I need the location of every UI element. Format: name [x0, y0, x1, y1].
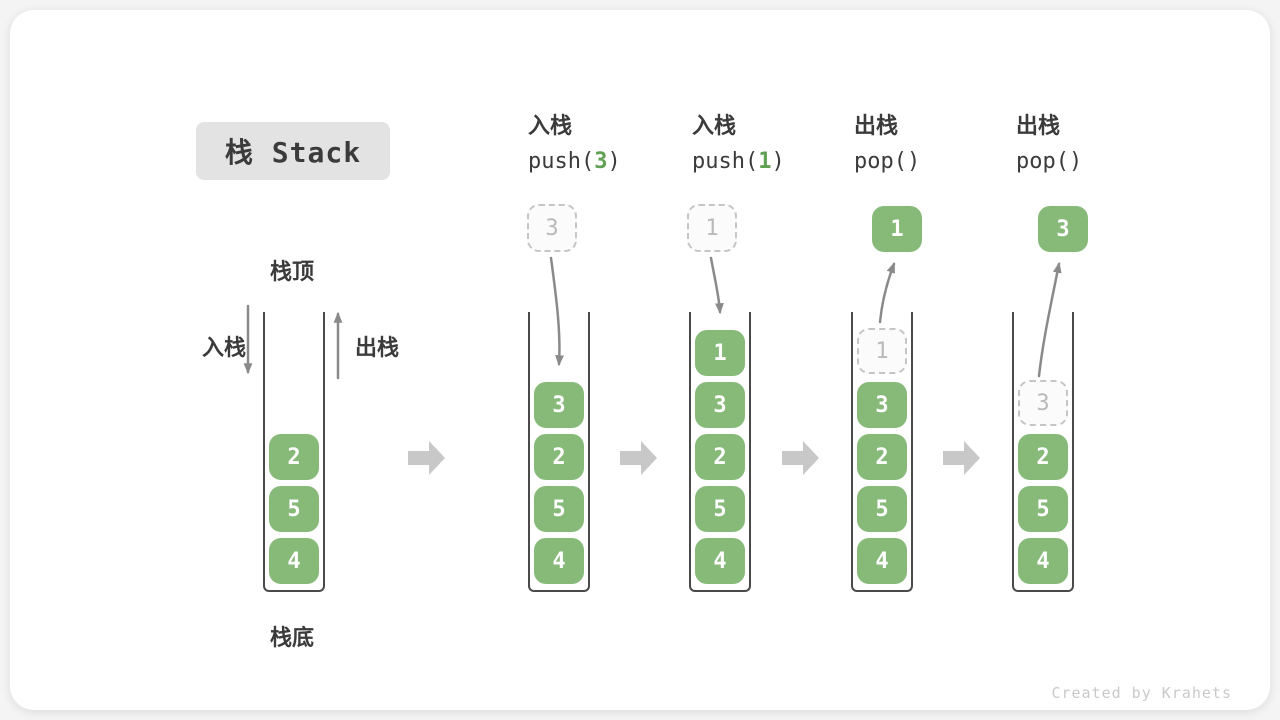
- stack-cell: 5: [269, 486, 319, 532]
- op-code: push(3): [528, 149, 621, 174]
- stack-cell: 4: [1018, 538, 1068, 584]
- stack-cell: 2: [1018, 434, 1068, 480]
- stack-container-initial: [263, 312, 325, 592]
- popped-value-box: 3: [1038, 206, 1088, 252]
- op-name: 出栈: [854, 114, 899, 139]
- figure-card: 栈 Stack 栈顶 栈底 入栈 出栈 入栈 push(3) 入栈 push(1…: [10, 10, 1270, 710]
- next-step-arrow-icon: [408, 440, 446, 476]
- stack-cell: 4: [857, 538, 907, 584]
- push1-motion-arrow: [709, 256, 724, 315]
- next-step-arrow-icon: [782, 440, 820, 476]
- stack-cell: 2: [534, 434, 584, 480]
- stack-cell: 3: [695, 382, 745, 428]
- stack-cell: 5: [695, 486, 745, 532]
- op-code: pop(): [1016, 149, 1083, 174]
- watermark: Created by Krahets: [1051, 684, 1232, 702]
- stack-container-after-pop3: [1012, 312, 1074, 592]
- popped-value-box: 1: [872, 206, 922, 252]
- op-name: 入栈: [528, 114, 573, 139]
- pop-side-label: 出栈: [355, 336, 400, 361]
- stack-cell: 2: [269, 434, 319, 480]
- ghost-slot: 1: [857, 328, 907, 374]
- column-header-pop3: 出栈 pop(): [1016, 110, 1082, 180]
- figure-title-box: 栈 Stack: [196, 122, 390, 180]
- column-header-pop1: 出栈 pop(): [854, 110, 920, 180]
- op-code: push(1): [692, 149, 785, 174]
- next-step-arrow-icon: [943, 440, 981, 476]
- incoming-value-box: 1: [687, 204, 737, 252]
- op-code-arg: 3: [594, 149, 608, 174]
- stack-cell: 4: [534, 538, 584, 584]
- incoming-value-box: 3: [527, 204, 577, 252]
- op-code: pop(): [854, 149, 921, 174]
- stack-cell: 5: [857, 486, 907, 532]
- stack-cell: 2: [695, 434, 745, 480]
- stack-cell: 4: [695, 538, 745, 584]
- stack-cell: 3: [534, 382, 584, 428]
- stack-top-label: 栈顶: [270, 260, 315, 285]
- next-step-arrow-icon: [620, 440, 658, 476]
- op-name: 出栈: [1016, 114, 1061, 139]
- stack-bottom-label: 栈底: [270, 626, 315, 651]
- stack-container-after-push1: [689, 312, 751, 592]
- figure-title-text: 栈 Stack: [224, 136, 362, 169]
- column-header-push3: 入栈 push(3): [528, 110, 621, 180]
- arrows-overlay: [243, 256, 1062, 380]
- stack-cell: 1: [695, 330, 745, 376]
- stack-cell: 4: [269, 538, 319, 584]
- stack-cell: 5: [1018, 486, 1068, 532]
- op-name: 入栈: [692, 114, 737, 139]
- stack-cell: 2: [857, 434, 907, 480]
- stack-container-after-pop1: [851, 312, 913, 592]
- column-header-push1: 入栈 push(1): [692, 110, 785, 180]
- push-side-label: 入栈: [202, 336, 247, 361]
- ghost-slot: 3: [1018, 380, 1068, 426]
- stack-cell: 3: [857, 382, 907, 428]
- stack-container-after-push3: [528, 312, 590, 592]
- op-code-arg: 1: [758, 149, 772, 174]
- stack-cell: 5: [534, 486, 584, 532]
